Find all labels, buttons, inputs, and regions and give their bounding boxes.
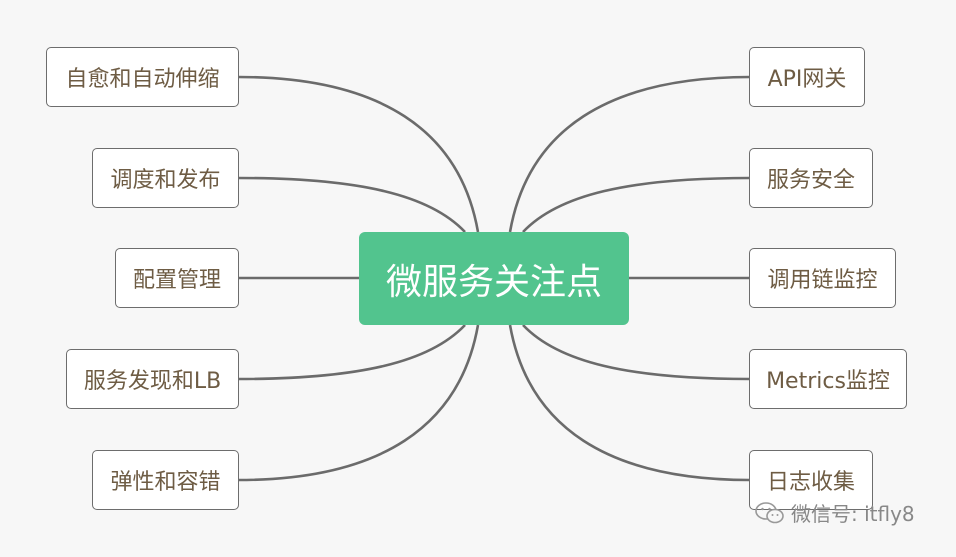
connector-right-1: [508, 75, 751, 233]
connector-right-2: [522, 176, 751, 233]
node-scheduling-release: 调度和发布: [92, 148, 239, 208]
connector-left-5: [237, 324, 480, 482]
connector-right-4: [522, 324, 751, 381]
connector-right-5: [508, 324, 751, 482]
connector-left-1: [237, 75, 480, 233]
node-resilience-fault-tolerance: 弹性和容错: [92, 450, 239, 510]
watermark: 微信号: itfly8: [755, 498, 915, 527]
watermark-text: 微信号: itfly8: [791, 502, 915, 526]
node-service-security: 服务安全: [749, 148, 873, 208]
node-metrics-monitoring: Metrics监控: [749, 349, 907, 409]
node-api-gateway: API网关: [749, 47, 865, 107]
node-service-discovery-lb: 服务发现和LB: [66, 349, 239, 409]
connector-left-4: [237, 324, 466, 381]
wechat-icon: [755, 501, 785, 525]
connector-left-2: [237, 176, 466, 233]
central-topic: 微服务关注点: [359, 232, 629, 325]
node-log-collection: 日志收集: [749, 450, 873, 510]
node-config-management: 配置管理: [115, 248, 239, 308]
node-self-healing-autoscaling: 自愈和自动伸缩: [46, 47, 239, 107]
node-tracing-monitoring: 调用链监控: [749, 248, 896, 308]
